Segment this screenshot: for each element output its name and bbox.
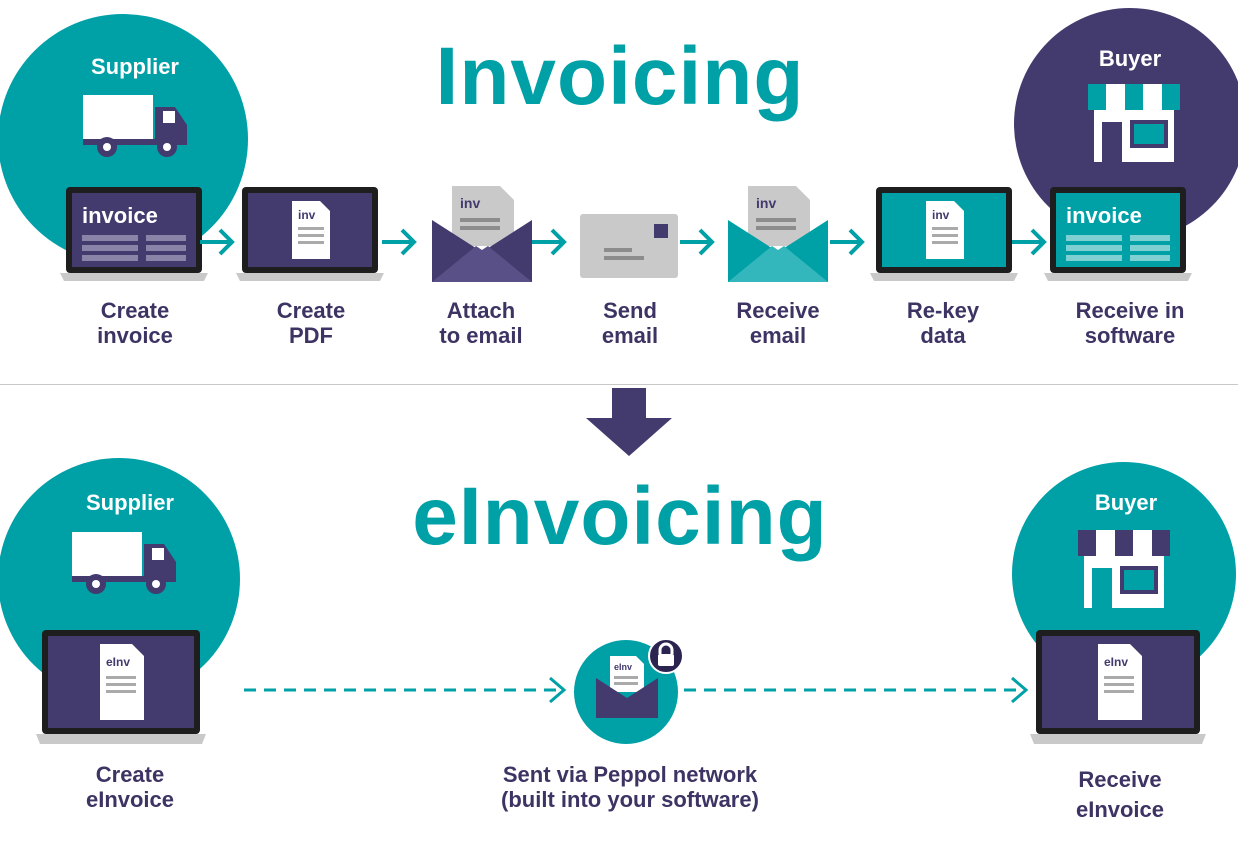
step-line: eInvoice bbox=[85, 787, 175, 812]
supplier-label-bottom: Supplier bbox=[85, 490, 174, 515]
dashed-arrow-left bbox=[244, 676, 567, 704]
label-receive-einvoice: Receive eInvoice bbox=[1040, 765, 1200, 825]
laptop-invoice-icon: invoice bbox=[60, 187, 208, 281]
shop-icon bbox=[1088, 84, 1180, 162]
step-line: Send bbox=[603, 298, 657, 323]
step-receive-software: Receive in software bbox=[1050, 298, 1210, 348]
step-line: data bbox=[920, 323, 966, 348]
software-invoice-word: invoice bbox=[1066, 203, 1142, 228]
step-line: software bbox=[1084, 323, 1176, 348]
receive-einv-doc-word: eInv bbox=[1104, 655, 1128, 669]
step-line: Receive in bbox=[1075, 298, 1185, 323]
arrow-right-icon bbox=[680, 228, 715, 256]
step-line: Re-key bbox=[906, 298, 980, 323]
pdf-doc-word: inv bbox=[298, 208, 316, 222]
label-sent-via-peppol: Sent via Peppol network (built into your… bbox=[420, 762, 840, 812]
buyer-label-bottom: Buyer bbox=[1094, 490, 1158, 515]
peppol-doc-word: eInv bbox=[614, 662, 632, 672]
step-line: Create bbox=[100, 298, 170, 323]
arrow-down-icon bbox=[586, 388, 672, 456]
laptop-receive-einvoice-icon: eInv bbox=[1030, 630, 1206, 744]
attach-envelope-icon: inv bbox=[432, 186, 532, 282]
step-line: eInvoice bbox=[1075, 797, 1165, 822]
buyer-label-top: Buyer bbox=[1098, 46, 1162, 71]
step-line: invoice bbox=[97, 323, 173, 348]
attach-doc-word: inv bbox=[460, 195, 480, 211]
step-create-pdf: Create PDF bbox=[236, 298, 386, 348]
arrow-right-icon bbox=[532, 228, 567, 256]
step-line: PDF bbox=[289, 323, 333, 348]
step-receive-email: Receive email bbox=[703, 298, 853, 348]
step-line: Sent via Peppol network bbox=[502, 762, 758, 787]
send-envelope-icon bbox=[580, 214, 678, 278]
einv-doc-word: eInv bbox=[106, 655, 130, 669]
step-line: email bbox=[749, 323, 807, 348]
step-send-email: Send email bbox=[555, 298, 705, 348]
arrow-right-icon bbox=[830, 228, 865, 256]
secure-envelope-icon: eInv bbox=[596, 656, 658, 718]
lock-icon bbox=[648, 638, 684, 674]
step-line: (built into your software) bbox=[501, 787, 759, 812]
step-line: to email bbox=[439, 323, 523, 348]
arrow-right-icon bbox=[1012, 228, 1047, 256]
shop-icon bbox=[1078, 530, 1170, 608]
step-line: Receive bbox=[1078, 767, 1162, 792]
rekey-doc-word: inv bbox=[932, 208, 950, 222]
arrow-right-icon bbox=[200, 228, 235, 256]
laptop-software-icon: invoice bbox=[1044, 187, 1192, 281]
receive-envelope-icon: inv bbox=[728, 186, 828, 282]
receive-doc-word: inv bbox=[756, 195, 776, 211]
label-create-einvoice: Create eInvoice bbox=[50, 762, 210, 812]
arrow-right-icon bbox=[382, 228, 417, 256]
page-title-invoicing: Invoicing bbox=[435, 31, 805, 122]
laptop-invoice-word: invoice bbox=[82, 203, 158, 228]
step-line: Create bbox=[276, 298, 346, 323]
step-line: Create bbox=[95, 762, 165, 787]
laptop-pdf-icon: inv bbox=[236, 187, 384, 281]
laptop-einvoice-icon: eInv bbox=[36, 630, 206, 744]
step-line: Receive bbox=[736, 298, 820, 323]
dashed-arrow-right bbox=[684, 676, 1029, 704]
step-create-invoice: Create invoice bbox=[60, 298, 210, 348]
step-line: Attach bbox=[446, 298, 516, 323]
laptop-rekey-icon: inv bbox=[870, 187, 1018, 281]
truck-icon bbox=[83, 95, 187, 157]
step-rekey-data: Re-key data bbox=[868, 298, 1018, 348]
truck-icon bbox=[72, 532, 176, 594]
step-attach-email: Attach to email bbox=[406, 298, 556, 348]
section-divider bbox=[0, 384, 1238, 385]
step-line: email bbox=[601, 323, 659, 348]
supplier-label-top: Supplier bbox=[90, 54, 179, 79]
page-title-einvoicing: eInvoicing bbox=[412, 471, 828, 562]
